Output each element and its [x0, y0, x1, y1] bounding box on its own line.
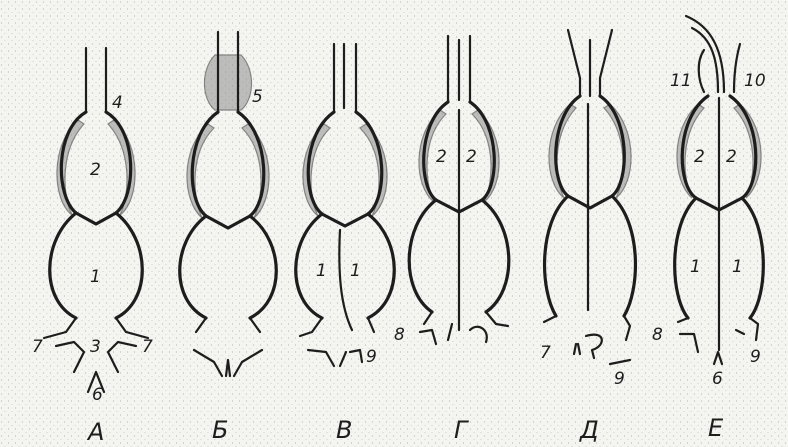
caption-v: В [336, 416, 352, 444]
label-5: 5 [252, 87, 263, 107]
label-7-right: 7 [142, 337, 153, 357]
label-1: 1 [90, 267, 101, 287]
caption-d: Д [579, 416, 599, 444]
caption-b: Б [212, 416, 228, 444]
label-3: 3 [90, 337, 101, 357]
label-8: 8 [652, 325, 663, 345]
caption-e: Е [708, 414, 724, 442]
label-2: 2 [90, 160, 101, 180]
label-2-left: 2 [436, 147, 447, 167]
label-2-right: 2 [466, 147, 477, 167]
bulbus-swelling [204, 55, 251, 110]
label-2-left: 2 [694, 147, 705, 167]
label-4: 4 [112, 93, 123, 113]
caption-a: А [86, 418, 104, 446]
label-7: 7 [540, 343, 551, 363]
label-1-right: 1 [732, 257, 743, 277]
label-1-left: 1 [690, 257, 701, 277]
label-10: 10 [744, 71, 766, 91]
label-1-left: 1 [316, 261, 327, 281]
label-1-right: 1 [350, 261, 361, 281]
label-6: 6 [712, 369, 723, 389]
label-8: 8 [394, 325, 405, 345]
label-9: 9 [366, 347, 377, 367]
label-9: 9 [750, 347, 761, 367]
label-11: 11 [670, 71, 692, 91]
label-2-right: 2 [726, 147, 737, 167]
label-7-left: 7 [32, 337, 43, 357]
label-6: 6 [92, 385, 103, 405]
caption-g: Г [454, 416, 469, 444]
label-9: 9 [614, 369, 625, 389]
